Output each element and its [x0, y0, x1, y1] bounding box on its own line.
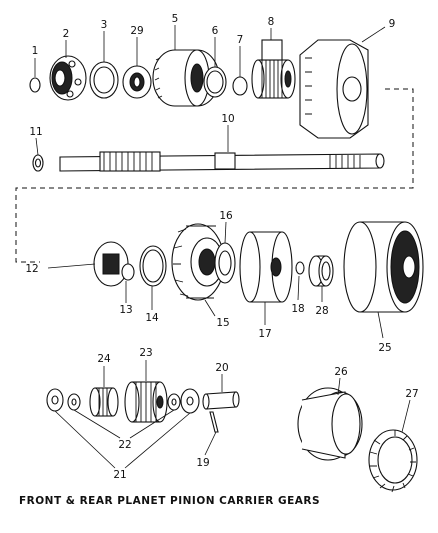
- callout-5: 5: [172, 13, 179, 25]
- part-6-snap-ring: [203, 66, 227, 98]
- part-25-rear-drum: [343, 221, 424, 313]
- part-10-shaft: [59, 151, 385, 172]
- callout-15: 15: [216, 317, 229, 329]
- callout-2: 2: [63, 28, 70, 40]
- callout-22: 22: [118, 439, 131, 451]
- connector-dashed: [15, 88, 414, 263]
- callout-20: 20: [215, 362, 228, 374]
- callout-28: 28: [315, 305, 328, 317]
- part-26-clutch-ring: [297, 387, 363, 461]
- part-12-thrust-plate: [93, 241, 129, 287]
- part-16-thrust-bearing: [214, 242, 236, 284]
- callout-24: 24: [97, 353, 111, 365]
- callout-9: 9: [389, 18, 396, 30]
- part-23-pinion-gear: [124, 381, 168, 423]
- part-1-snap-ring: [29, 77, 41, 93]
- part-22-washer-left: [67, 393, 81, 411]
- callout-8: 8: [268, 16, 275, 28]
- callout-18: 18: [291, 303, 304, 315]
- callout-10: 10: [221, 113, 234, 125]
- callout-21: 21: [113, 469, 126, 481]
- callout-29: 29: [130, 25, 143, 37]
- callout-7: 7: [237, 34, 244, 46]
- callout-26: 26: [334, 366, 348, 378]
- part-22-washer-right: [167, 393, 181, 411]
- callout-1: 1: [32, 45, 39, 57]
- part-15-planet-carrier: [171, 223, 225, 301]
- callout-23: 23: [139, 347, 152, 359]
- callout-12: 12: [25, 263, 38, 275]
- part-3-thrust-washer: [89, 61, 119, 99]
- part-20-pinion-shaft: [202, 391, 240, 410]
- callout-16: 16: [219, 210, 233, 222]
- part-19-pin: [209, 411, 219, 433]
- part-2-carrier: [49, 55, 87, 101]
- part-14-snap-ring: [139, 245, 167, 287]
- part-29-bearing-plate: [122, 65, 152, 99]
- part-8-sun-gear: [251, 39, 296, 99]
- part-13-washer: [121, 263, 135, 281]
- callout-27: 27: [405, 388, 418, 400]
- callout-14: 14: [145, 312, 159, 324]
- callout-19: 19: [196, 457, 209, 469]
- diagram-caption: FRONT & REAR PLANET PINION CARRIER GEARS: [19, 495, 321, 507]
- part-9-drum: [299, 39, 369, 139]
- callout-17: 17: [258, 328, 271, 340]
- part-11-ring: [32, 154, 44, 172]
- part-7-washer: [232, 76, 248, 96]
- part-21-washer-left: [46, 388, 64, 412]
- part-17-sun-drum: [239, 231, 293, 303]
- callout-3: 3: [101, 19, 108, 31]
- callout-13: 13: [119, 304, 132, 316]
- part-28-bushing: [308, 255, 334, 287]
- part-18-snap-ring: [295, 261, 305, 275]
- callout-6: 6: [212, 25, 219, 37]
- callout-11: 11: [29, 126, 42, 138]
- part-24-needle-bearing: [89, 387, 119, 417]
- part-27-roller-clutch: [368, 429, 418, 493]
- callout-25: 25: [378, 342, 391, 354]
- part-21-washer-right: [180, 388, 200, 414]
